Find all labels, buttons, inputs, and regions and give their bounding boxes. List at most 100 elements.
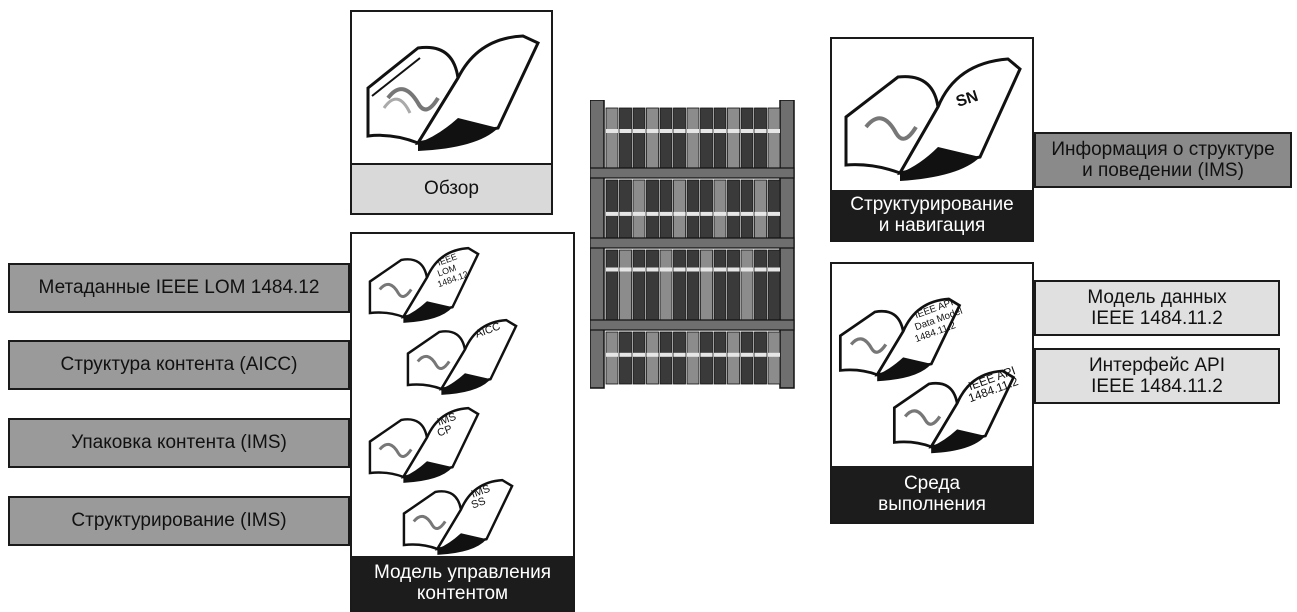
shelf-book-band	[646, 267, 659, 272]
shelf-book-spine	[740, 249, 754, 321]
shelf-book-band	[727, 267, 740, 272]
shelf-book-band	[768, 129, 780, 133]
shelf-book-spine	[646, 107, 659, 169]
shelf-book-spine	[754, 179, 767, 239]
overview-caption: Обзор	[352, 163, 551, 213]
shelf-book-band	[687, 211, 699, 216]
shelf-book-spine	[605, 249, 619, 321]
shelf-book-spine	[619, 107, 632, 169]
shelf-book-spine	[605, 179, 619, 239]
shelf-book-band	[727, 129, 740, 133]
tag-content-packaging: Упаковка контента (IMS)	[8, 418, 350, 468]
shelf-book-band	[741, 352, 753, 357]
content-model-caption: Модель управления контентом	[352, 556, 573, 610]
shelf-book-spine	[740, 107, 754, 169]
shelf-book-spine	[646, 249, 659, 321]
shelf-book-band	[646, 352, 659, 357]
tag-api-interface: Интерфейс API IEEE 1484.11.2	[1034, 348, 1280, 404]
shelf-book-spine	[767, 179, 781, 239]
book-label-line: SS	[470, 495, 488, 511]
shelf-book-spine	[673, 249, 686, 321]
shelf-book-spine	[659, 249, 673, 321]
shelf-book-band	[687, 352, 699, 357]
shelf-book-band	[727, 211, 740, 216]
shelf-book-band	[754, 352, 767, 357]
shelf-book-spine	[605, 331, 619, 385]
shelf-book-band	[700, 267, 713, 272]
shelf-book-spine	[619, 179, 632, 239]
shelf-book-band	[768, 211, 780, 216]
overview-panel: Обзор	[350, 10, 553, 215]
shelf-book-spine	[659, 107, 673, 169]
shelf-book-spine	[673, 331, 686, 385]
shelf-book-band	[633, 267, 645, 272]
shelf-book-spine	[740, 331, 754, 385]
shelf-book-band	[619, 211, 632, 216]
shelf-book-band	[741, 267, 753, 272]
runtime-caption: Среда выполнения	[832, 466, 1032, 522]
shelf-book-spine	[659, 331, 673, 385]
tag-content-structure: Структура контента (AICC)	[8, 340, 350, 390]
shelf-book-band	[700, 352, 713, 357]
shelf-book-band	[660, 352, 672, 357]
shelf-book-band	[714, 267, 726, 272]
shelf-book-spine	[646, 179, 659, 239]
shelf-book-spine	[632, 179, 646, 239]
shelf-book-band	[673, 352, 686, 357]
shelf-book-spine	[619, 331, 632, 385]
shelf-book-spine	[713, 107, 727, 169]
shelf-book-band	[660, 267, 672, 272]
shelf-book-band	[633, 352, 645, 357]
shelf-book-band	[660, 211, 672, 216]
open-book-icon	[366, 34, 540, 151]
sequencing-panel: SN Структурирование и навигация	[830, 37, 1034, 242]
shelf-book-band	[768, 352, 780, 357]
shelf-book-spine	[673, 107, 686, 169]
shelf-book-band	[754, 267, 767, 272]
shelf-book-band	[673, 129, 686, 133]
content-model-book-icon: AICC	[406, 318, 518, 395]
sequencing-caption: Структурирование и навигация	[832, 190, 1032, 240]
shelf-book-band	[619, 267, 632, 272]
shelf-book-band	[700, 129, 713, 133]
shelf-book-band	[714, 211, 726, 216]
shelf-book-band	[727, 352, 740, 357]
shelf-book-spine	[727, 249, 740, 321]
shelf-book-band	[741, 211, 753, 216]
shelf-book-band	[660, 129, 672, 133]
shelf-book-band	[619, 352, 632, 357]
shelf-book-band	[606, 267, 618, 272]
shelf-book-spine	[713, 249, 727, 321]
shelf-book-band	[633, 129, 645, 133]
shelf-book-band	[768, 267, 780, 272]
shelf-book-band	[714, 129, 726, 133]
shelf-book-band	[754, 211, 767, 216]
shelf-book-spine	[767, 107, 781, 169]
shelf-book-spine	[686, 331, 700, 385]
tag-lom-metadata: Метаданные IEEE LOM 1484.12	[8, 263, 350, 313]
open-book-sn-icon: SN	[844, 57, 1022, 181]
shelf-book-spine	[767, 331, 781, 385]
shelf-book-spine	[673, 179, 686, 239]
shelf-book-spine	[740, 179, 754, 239]
shelf-book-spine	[727, 179, 740, 239]
shelf-book-band	[633, 211, 645, 216]
shelf-book-spine	[605, 107, 619, 169]
shelf-book-band	[741, 129, 753, 133]
shelf-book-spine	[686, 107, 700, 169]
shelf-book-spine	[632, 249, 646, 321]
shelf-book-band	[754, 129, 767, 133]
shelf-book-spine	[686, 179, 700, 239]
shelf-book-band	[687, 267, 699, 272]
shelf-book-spine	[727, 107, 740, 169]
shelf-book-spine	[700, 179, 713, 239]
shelf-book-spine	[632, 331, 646, 385]
tag-structure-behavior: Информация о структуре и поведении (IMS)	[1034, 132, 1292, 188]
